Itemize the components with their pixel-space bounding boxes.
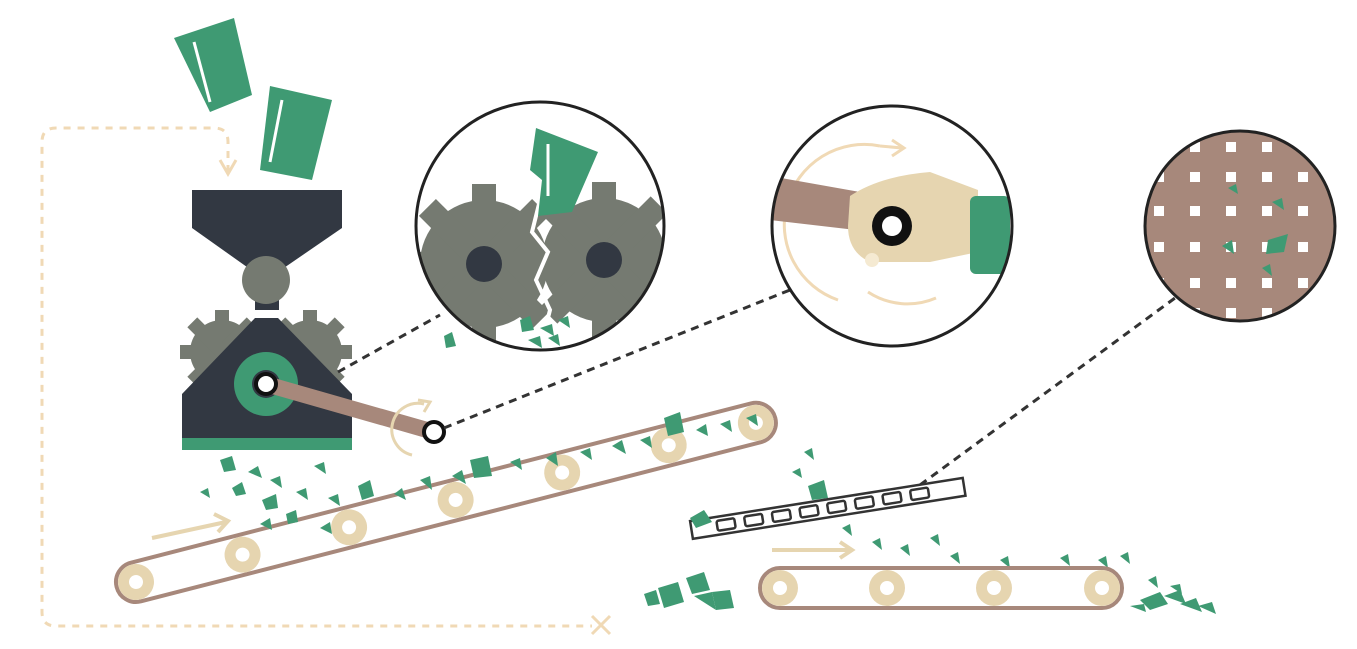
- glass-cup-icon: [174, 18, 252, 112]
- glass-cup-icon: [260, 86, 332, 180]
- sieve-mesh-icon: [1145, 131, 1335, 321]
- discard-x-icon: [592, 616, 610, 634]
- sieve-screen-icon: [690, 478, 965, 539]
- conveyor-belt-icon: [760, 568, 1122, 608]
- gear-crushing-icon: [404, 102, 682, 350]
- direction-arrow-icon: [772, 542, 852, 558]
- crusher-machine-icon: [180, 190, 444, 455]
- direction-arrow-icon: [152, 514, 228, 538]
- hand-crank-icon: [770, 106, 1012, 346]
